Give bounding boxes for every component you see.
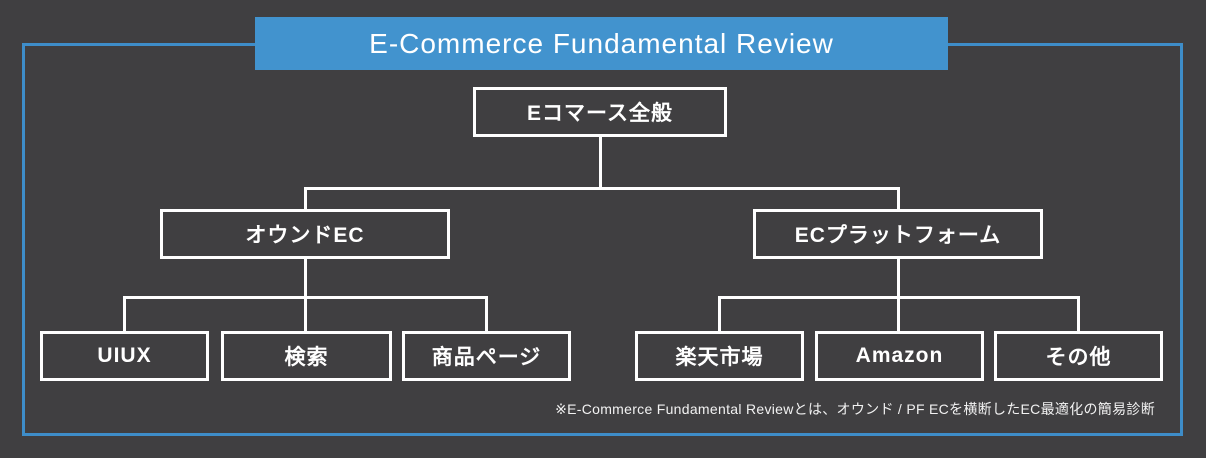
footnote-text: ※E-Commerce Fundamental Reviewとは、オウンド / …: [555, 401, 1155, 417]
connector-drop-search: [304, 296, 307, 333]
node-label: 楽天市場: [675, 346, 764, 369]
title-banner: E-Commerce Fundamental Review: [255, 17, 948, 70]
connector-level2-drop-right: [897, 187, 900, 211]
node-rakuten-ichiba: 楽天市場: [635, 331, 804, 381]
connector-drop-amazon: [897, 296, 900, 333]
node-label: UIUX: [97, 344, 152, 367]
node-label: 商品ページ: [431, 346, 542, 369]
connector-drop-other: [1077, 296, 1080, 333]
node-search: 検索: [221, 331, 392, 381]
diagram-title: E-Commerce Fundamental Review: [369, 27, 834, 59]
connector-drop-rakuten: [718, 296, 721, 333]
node-label: その他: [1045, 346, 1112, 369]
node-owned-ec: オウンドEC: [160, 209, 450, 259]
connector-drop-product-page: [485, 296, 488, 333]
connector-root-vertical: [599, 137, 602, 190]
node-amazon: Amazon: [815, 331, 984, 381]
node-label: Eコマース全般: [527, 102, 673, 125]
node-label: 検索: [284, 346, 329, 369]
connector-platform-vertical: [897, 259, 900, 299]
connector-level2-horizontal: [304, 187, 900, 190]
connector-owned-vertical: [304, 259, 307, 299]
node-other: その他: [994, 331, 1163, 381]
node-label: Amazon: [855, 344, 944, 367]
node-product-page: 商品ページ: [402, 331, 571, 381]
connector-level2-drop-left: [304, 187, 307, 211]
node-uiux: UIUX: [40, 331, 209, 381]
node-label: オウンドEC: [245, 224, 365, 247]
connector-drop-uiux: [123, 296, 126, 333]
node-ec-platform: ECプラットフォーム: [753, 209, 1043, 259]
node-ecommerce-general: Eコマース全般: [473, 87, 727, 137]
node-label: ECプラットフォーム: [794, 224, 1002, 247]
